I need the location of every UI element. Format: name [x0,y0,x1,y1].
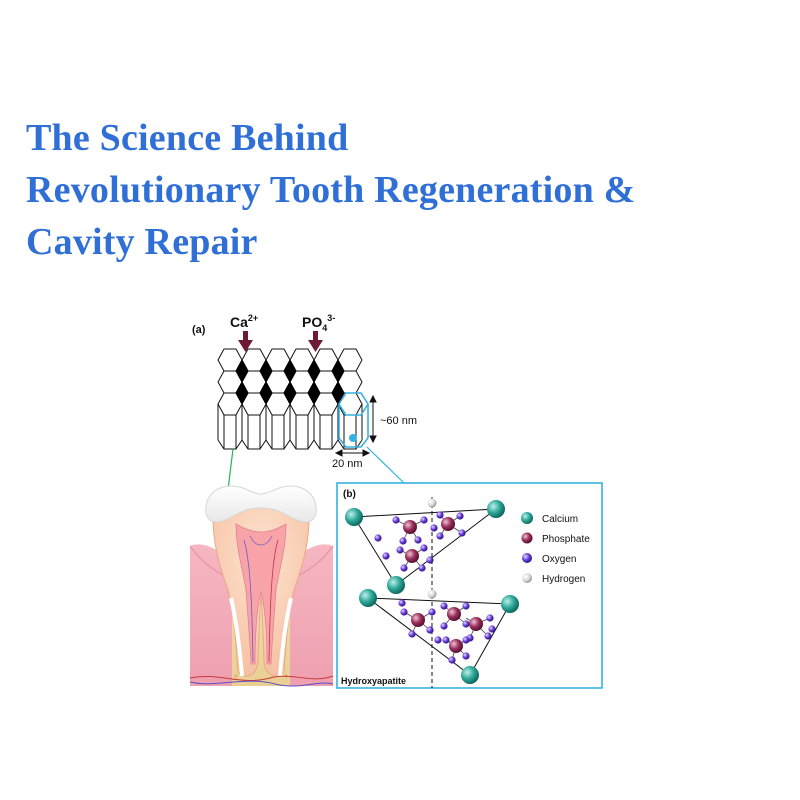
phosphate-ion-label: PO43- [302,313,335,333]
legend-swatch-phosphate [521,532,533,544]
title-line-1: The Science Behind [26,117,349,159]
calcium-arrow-icon [238,331,253,352]
panel-b-frame [336,482,603,689]
legend-swatch-hydrogen [522,573,532,583]
legend-label-phosphate: Phosphate [542,534,590,545]
legend-label-calcium: Calcium [542,514,578,525]
width-measure-label: 20 nm [332,458,363,470]
title-line-2: Revolutionary Tooth Regeneration & [26,169,636,211]
width-dimension [334,449,371,457]
panel-b-caption: Hydroxyapatite [341,676,406,686]
tooth-illustration [189,485,334,687]
enamel-crystal-lattice [217,348,363,450]
page-title: The Science Behind Revolutionary Tooth R… [26,112,786,268]
calcium-ion-label: Ca2+ [230,313,258,330]
highlighted-crystal-prism [338,392,369,448]
unit-cell-triangles [353,508,511,676]
hydroxyapatite-atoms [345,498,519,684]
height-dimension [369,394,377,444]
panel-b-label: (b) [343,489,356,500]
panel-a-label: (a) [192,324,206,336]
title-line-3: Cavity Repair [26,221,258,263]
height-measure-label: ~60 nm [380,415,417,427]
prism-connector-line [366,446,405,484]
legend-swatch-calcium [521,512,533,524]
legend-swatch-oxygen [522,553,532,563]
legend-label-hydrogen: Hydrogen [542,574,585,585]
legend-label-oxygen: Oxygen [542,554,576,565]
phosphate-arrow-icon [308,331,323,352]
